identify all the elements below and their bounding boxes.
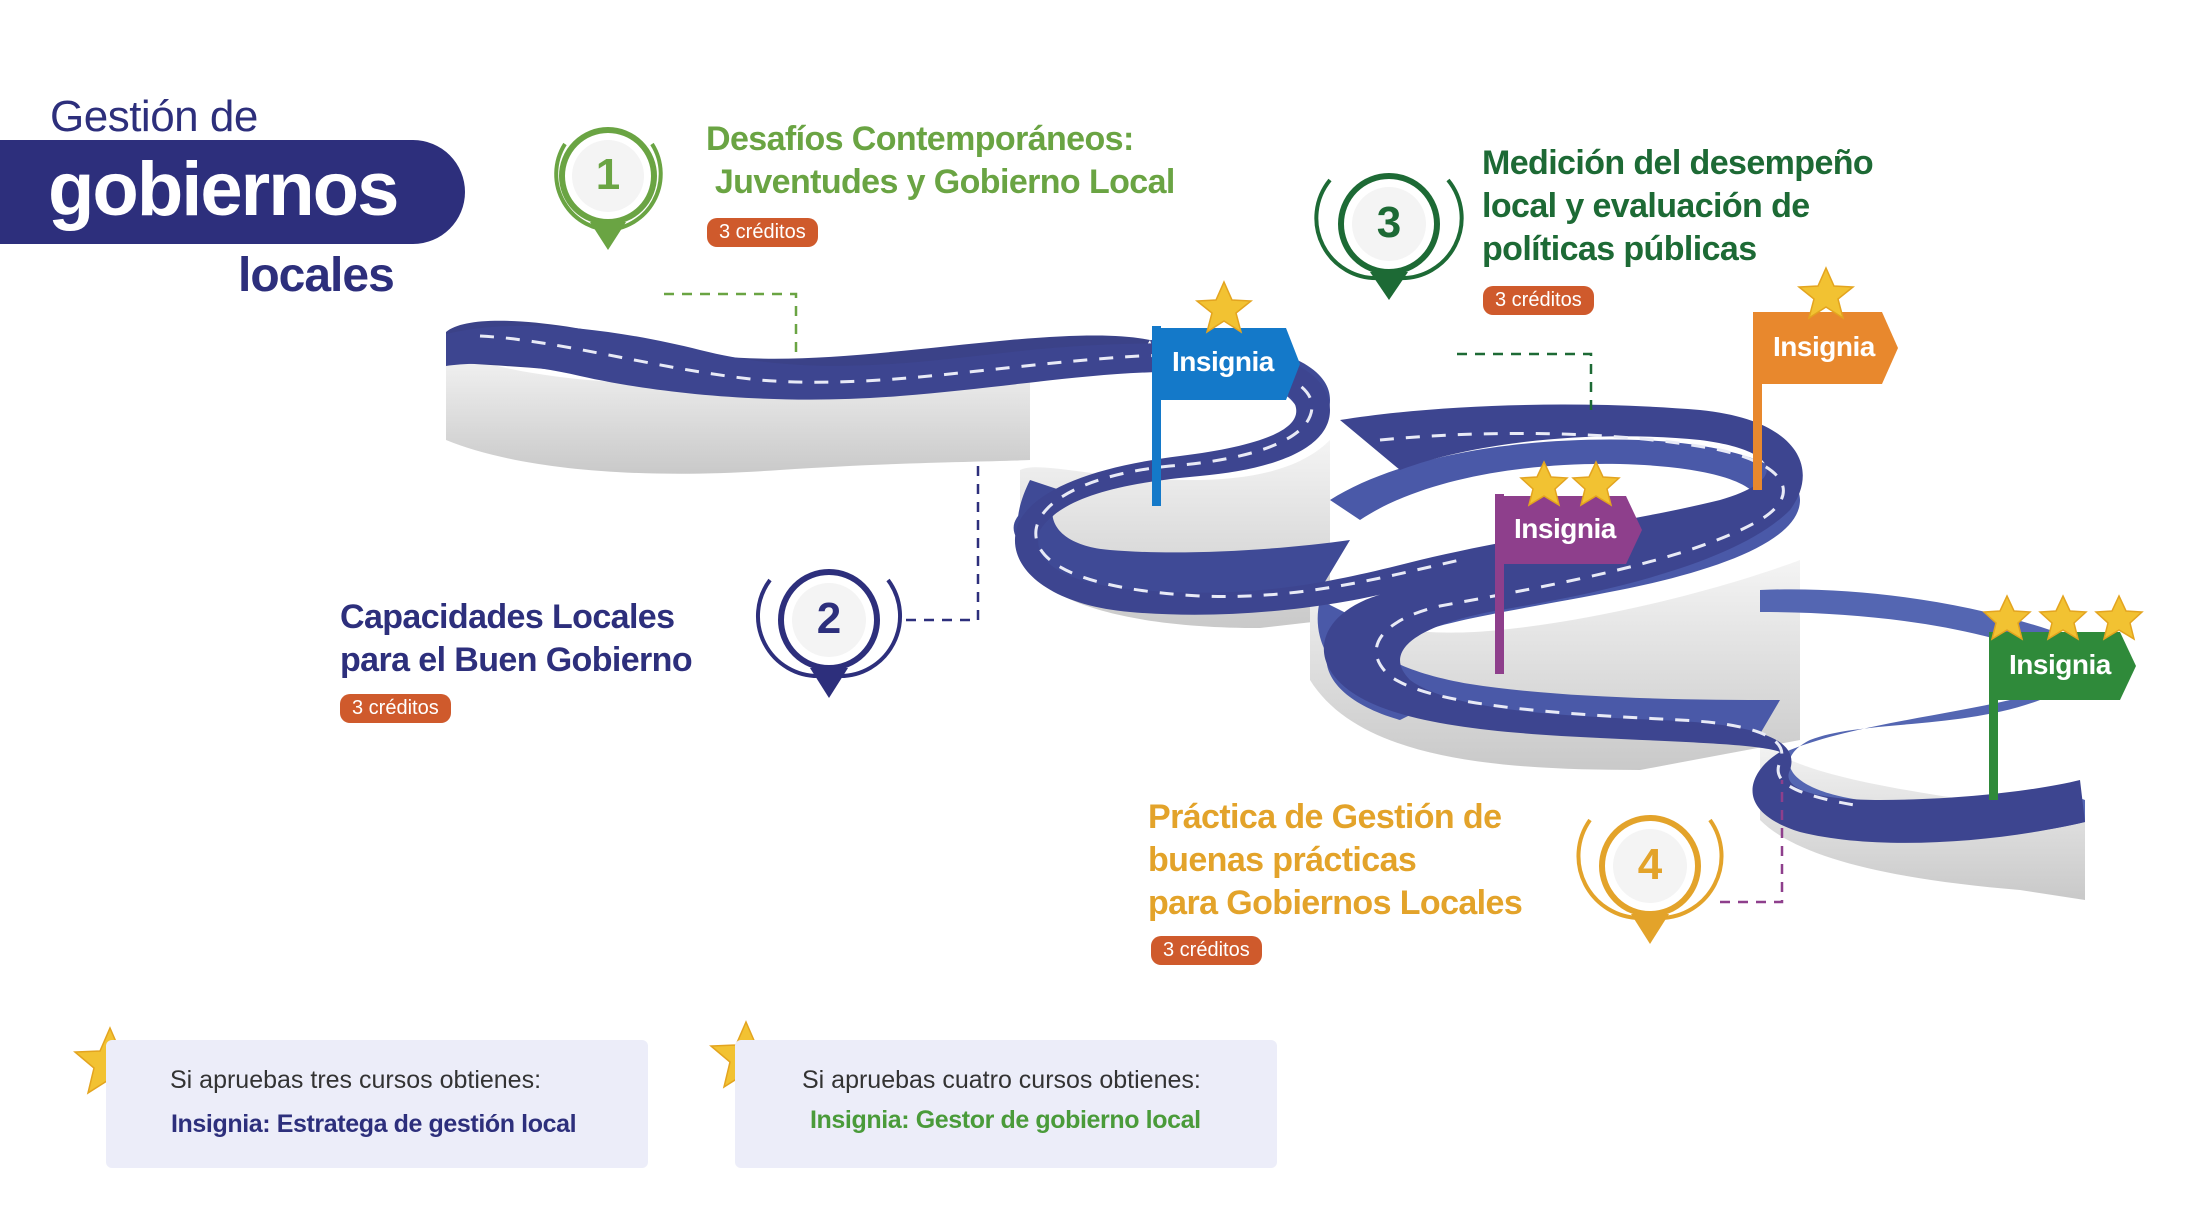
flag-pole-3 xyxy=(1753,312,1762,490)
location-pin-icon xyxy=(755,569,903,698)
course-2-title: Capacidades Locales para el Buen Gobiern… xyxy=(340,598,693,679)
course-2-number: 2 xyxy=(816,594,842,643)
flag-poles xyxy=(1152,312,1998,800)
legend-box-three-courses xyxy=(106,1040,648,1168)
star-icon xyxy=(1982,594,2032,641)
legend-1-intro: Si apruebas tres cursos obtienes: xyxy=(170,1066,542,1094)
legend-1-badge: Insignia: Estratega de gestión local xyxy=(171,1110,577,1138)
course-3-credits: 3 créditos xyxy=(1483,286,1594,315)
road-surface xyxy=(446,320,2085,843)
course-4-credits: 3 créditos xyxy=(1151,936,1262,965)
title-line-2: gobiernos xyxy=(48,147,399,232)
star-icon xyxy=(1796,266,1856,320)
road-dashes xyxy=(479,334,1861,808)
course-3-title: Medición del desempeño local y evaluació… xyxy=(1482,144,1874,268)
location-pin-icon xyxy=(1314,173,1464,300)
flag-3 xyxy=(1753,312,1898,384)
title-band xyxy=(0,140,465,244)
flag-1-label: Insignia xyxy=(1172,346,1274,377)
flag-4-label: Insignia xyxy=(2009,649,2111,680)
course-4-number: 4 xyxy=(1637,840,1663,889)
flag-pole-4 xyxy=(1989,632,1998,800)
course-3-number: 3 xyxy=(1376,198,1402,247)
star-icon xyxy=(2094,594,2144,641)
flag-4 xyxy=(1989,632,2136,700)
legend-box-four-courses xyxy=(735,1040,1277,1168)
course-1-title: Desafíos Contemporáneos: Juventudes y Go… xyxy=(706,120,1175,201)
flag-3-label: Insignia xyxy=(1773,331,1875,362)
star-icon xyxy=(1519,460,1569,507)
course-1-number: 1 xyxy=(595,150,621,199)
course-2-credits: 3 créditos xyxy=(340,694,451,723)
title-line-1: Gestión de xyxy=(50,92,258,141)
location-pin-icon xyxy=(554,127,663,250)
star-icon xyxy=(1194,280,1254,334)
flag-pole-1 xyxy=(1152,326,1161,506)
dashed-connectors xyxy=(664,292,1784,904)
title-line-3: locales xyxy=(238,249,395,302)
star-icon xyxy=(2038,594,2088,641)
badge-stars xyxy=(1194,266,2144,641)
legend-2-badge: Insignia: Gestor de gobierno local xyxy=(810,1106,1201,1134)
flag-2-label: Insignia xyxy=(1514,513,1616,544)
course-1-credits: 3 créditos xyxy=(707,218,818,247)
flag-pole-2 xyxy=(1495,494,1504,674)
legend-2-intro: Si apruebas cuatro cursos obtienes: xyxy=(802,1066,1201,1094)
course-4-title: Práctica de Gestión de buenas prácticas … xyxy=(1148,798,1523,922)
star-icon xyxy=(1571,460,1621,507)
flag-2 xyxy=(1495,496,1642,564)
flag-banners xyxy=(1152,312,2136,700)
flag-1 xyxy=(1152,328,1300,400)
location-pin-icon xyxy=(1576,815,1724,944)
